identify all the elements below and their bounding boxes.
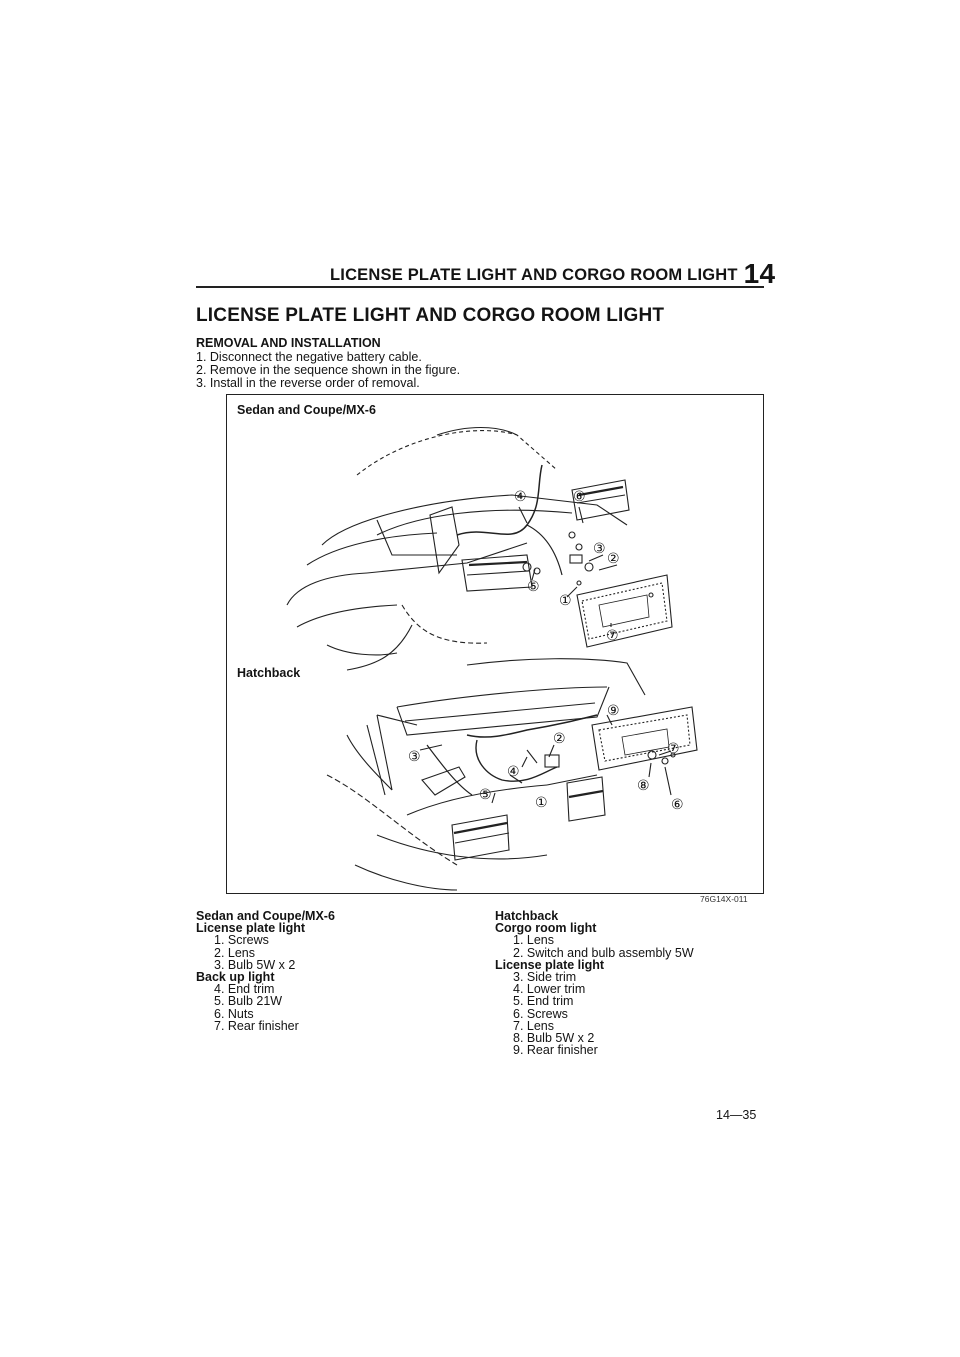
section-number: 14 [743,258,776,289]
legend-hatchback-item: 3. Side trim [513,970,577,985]
page-title: LICENSE PLATE LIGHT AND CORGO ROOM LIGHT [196,305,665,326]
callout-bottom-2: ② [553,731,566,747]
legend-sedan-item: 5. Bulb 21W [214,994,283,1009]
legend-sedan: Sedan and Coupe/MX-6 License plate light… [196,909,335,1033]
legend-sedan-group-backup: Back up light [196,970,275,985]
callout-bottom-4: ④ [507,764,520,780]
legend-hatchback-item: 6. Screws [513,1006,568,1021]
callout-bottom-5: ⑤ [479,787,492,803]
callout-bottom-1: ① [535,795,548,811]
callout-bottom-9: ⑨ [607,703,620,719]
callout-top-2: ② [607,551,620,567]
legend-hatchback-item: 5. End trim [513,994,574,1009]
legend-hatchback-item: 4. Lower trim [513,982,586,997]
callout-bottom-3: ③ [408,749,421,765]
callout-top-5: ⑤ [527,579,540,595]
legend-sedan-group-license: License plate light [196,921,306,936]
step-3: 3. Install in the reverse order of remov… [196,376,420,390]
section-subtitle: REMOVAL AND INSTALLATION [196,336,381,350]
legend-sedan-item: 4. End trim [214,982,275,997]
callout-top-3: ③ [593,541,606,557]
figure-code: 76G14X-011 [700,894,748,904]
legend-hatchback-group-cargo: Corgo room light [495,921,597,936]
callout-top-4: ④ [514,489,527,505]
legend-hatchback-item: 7. Lens [513,1018,555,1033]
callout-top-7: ⑦ [606,628,619,644]
legend-sedan-item: 6. Nuts [214,1006,254,1021]
legend-sedan-item: 7. Rear finisher [214,1018,299,1033]
legend-hatchback-item: 2. Switch and bulb assembly 5W [513,945,694,960]
legend-hatchback-item: 8. Bulb 5W x 2 [513,1031,595,1046]
hatchback-illustration: ③ ② ④ ⑤ ① ⑨ ⑦ ⑧ ⑥ [326,658,698,891]
step-1: 1. Disconnect the negative battery cable… [196,350,422,364]
callout-bottom-7: ⑦ [667,741,680,757]
callout-bottom-6: ⑥ [671,797,684,813]
step-2: 2. Remove in the sequence shown in the f… [196,363,461,377]
sedan-illustration: ④ ⑥ ③ ② ⑤ ① ⑦ [286,426,673,671]
callout-bottom-8: ⑧ [637,778,650,794]
legend-sedan-heading: Sedan and Coupe/MX-6 [196,909,335,923]
figure-label-hatchback: Hatchback [237,666,301,680]
legend-sedan-item: 3. Bulb 5W x 2 [214,957,296,972]
running-header: LICENSE PLATE LIGHT AND CORGO ROOM LIGHT… [330,258,775,290]
legend-sedan-item: 2. Lens [214,945,256,960]
figure-label-sedan: Sedan and Coupe/MX-6 [237,403,376,417]
legend-hatchback-heading: Hatchback [495,909,559,923]
legend-hatchback-item: 1. Lens [513,933,555,948]
callout-top-6: ⑥ [573,489,586,505]
callout-top-1: ① [559,593,572,609]
header-rule [196,286,764,288]
figure-frame: Sedan and Coupe/MX-6 Hatchback [226,394,764,894]
legend-hatchback-item: 9. Rear finisher [513,1043,598,1058]
running-header-title: LICENSE PLATE LIGHT AND CORGO ROOM LIGHT [330,266,738,284]
page-number: 14—35 [716,1108,757,1122]
legend-hatchback-group-license: License plate light [495,957,605,972]
exploded-view-diagram: ④ ⑥ ③ ② ⑤ ① ⑦ [286,426,698,891]
legend-hatchback: Hatchback Corgo room light 1. Lens 2. Sw… [495,909,694,1058]
legend-sedan-item: 1. Screws [214,933,269,948]
